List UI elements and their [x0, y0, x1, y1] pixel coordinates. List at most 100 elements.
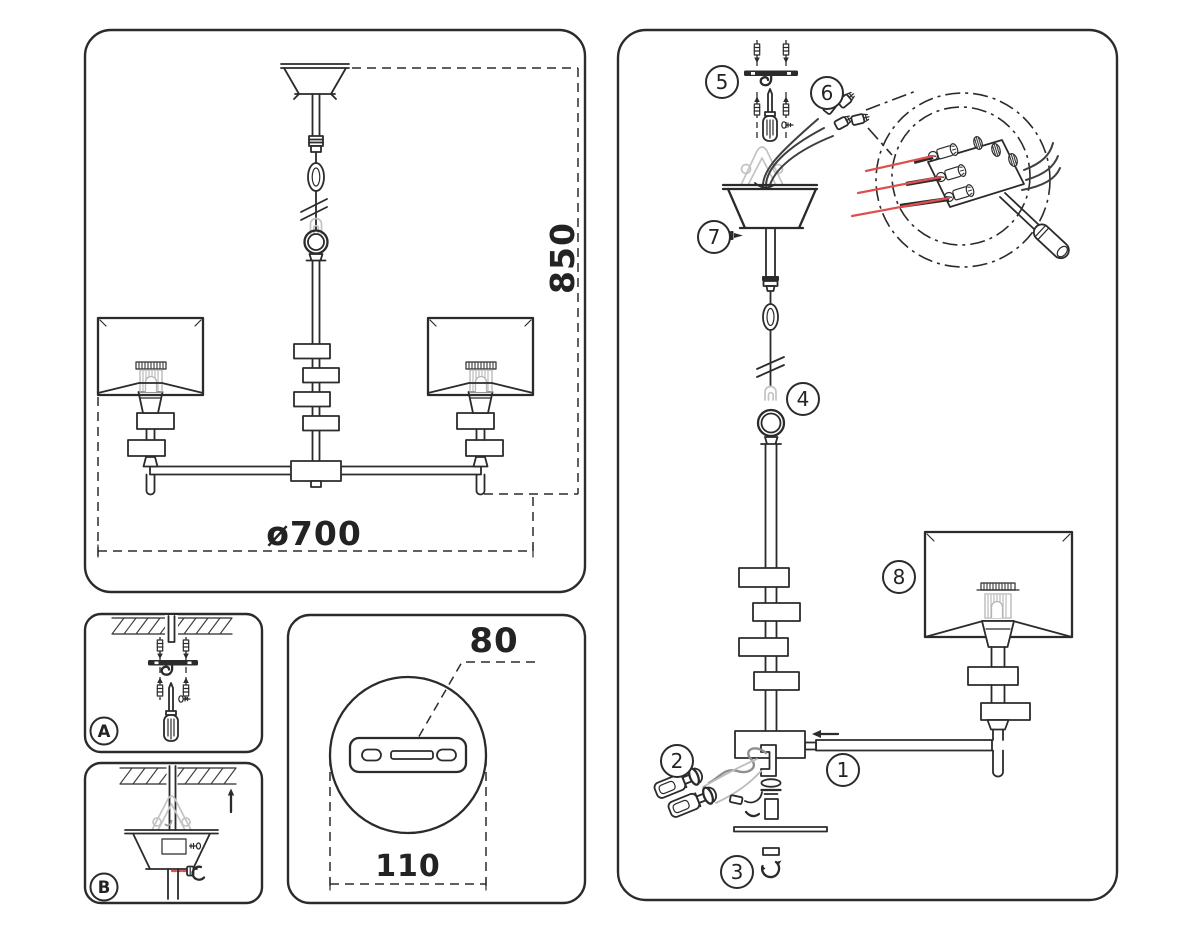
- spacer: [764, 798, 779, 820]
- callout-8: 8: [882, 560, 916, 594]
- socket-ghost: [976, 582, 1020, 619]
- wall-anchor-icon: [782, 96, 790, 116]
- small-parts-stack: 3: [720, 744, 828, 889]
- leader-line: [409, 661, 535, 753]
- cover-bar: [733, 826, 828, 833]
- g9-bulb-icon: [653, 767, 703, 799]
- rod-below-canopy: [167, 868, 179, 900]
- hanging-bolt: [167, 615, 176, 643]
- left-lamp: [96, 316, 205, 496]
- svg-text:2: 2: [671, 749, 684, 773]
- dimension-lines: 80 110: [329, 621, 518, 891]
- detail-leader: [865, 90, 917, 156]
- bulbs: 2: [653, 744, 768, 818]
- ghost-bracket: [151, 795, 192, 831]
- panel-step-a: A: [83, 612, 264, 754]
- suspension: 4: [756, 227, 820, 445]
- g9-bulb-icon: [667, 786, 717, 818]
- break-symbol-icon: [756, 356, 785, 378]
- terminal-cap: [973, 136, 983, 150]
- locking-screw-red: [170, 865, 206, 881]
- callout-6: 6: [810, 76, 844, 110]
- wall-anchor-icon: [753, 43, 761, 63]
- center-column: [738, 443, 801, 732]
- step-a-badge: A: [89, 716, 119, 746]
- screw-icon: [781, 121, 794, 129]
- svg-text:4: 4: [797, 387, 810, 411]
- shade-assembly: 8: [882, 530, 1074, 778]
- ceiling-canopy-icon: [280, 63, 350, 100]
- washer: [760, 778, 782, 788]
- hook-bracket-icon: [744, 70, 798, 87]
- terminal-row: [943, 184, 975, 203]
- wire-connector-icon: [833, 115, 853, 131]
- screwdriver-icon: [163, 682, 179, 742]
- canopy-plate-circle: [328, 675, 488, 835]
- ghost-bracket: [740, 146, 784, 186]
- svg-text:6: 6: [821, 81, 834, 105]
- center-column: [293, 259, 340, 462]
- svg-text:A: A: [98, 722, 111, 741]
- ghost-hook: [309, 217, 323, 235]
- hook-spacing-label: 80: [469, 621, 518, 661]
- diameter-dimension-label: ø700: [266, 514, 362, 553]
- svg-text:5: 5: [716, 70, 729, 94]
- step-b-badge: B: [89, 872, 119, 902]
- height-dimension-label: 850: [543, 222, 582, 294]
- hook-bracket-icon: [148, 660, 198, 676]
- ceiling-hatch-icon: [119, 767, 237, 785]
- terminal-cap: [1008, 153, 1018, 167]
- suspension-rod: [308, 93, 324, 164]
- callout-5: 5: [705, 65, 739, 99]
- right-lamp: [426, 316, 535, 496]
- svg-text:1: 1: [837, 758, 850, 782]
- callout-2: 2: [660, 744, 694, 778]
- hanging-ring-icon: [756, 408, 786, 445]
- svg-text:7: 7: [708, 225, 721, 249]
- snap-ring-icon: [760, 860, 782, 879]
- mounting-kit: 5: [705, 40, 798, 142]
- panel-canopy-detail: 80 110: [286, 613, 587, 905]
- mounting-plate-icon: [348, 736, 468, 774]
- lampshade-icon: [96, 316, 205, 397]
- panel-border: [83, 28, 587, 594]
- wall-anchor-icon: [156, 639, 164, 659]
- screwdriver-icon: [762, 88, 778, 142]
- panel-front-view: 850 ø700: [83, 28, 587, 594]
- break-symbol-icon: [300, 198, 328, 221]
- exit-wires: [1021, 142, 1061, 191]
- panel-step-b: B: [83, 761, 264, 905]
- rod-underlay: [165, 615, 178, 643]
- callout-7: 7: [697, 220, 731, 254]
- live-wires: [850, 154, 951, 218]
- arrow-up-icon: [227, 788, 235, 814]
- wall-anchor-icon: [182, 677, 190, 697]
- rod-underlay: [166, 767, 178, 786]
- panel-assembly: 5: [616, 28, 1119, 902]
- ceiling-canopy-icon: [124, 829, 219, 870]
- callout-1: 1: [826, 753, 860, 787]
- terminal-row: [927, 143, 959, 162]
- wire-connector-icon: [728, 794, 744, 805]
- ceiling-canopy-icon: [721, 183, 819, 230]
- wall-anchor-icon: [156, 677, 164, 697]
- hanging-ring-icon: [303, 229, 329, 262]
- wiring: 6: [740, 76, 917, 189]
- svg-text:B: B: [98, 878, 111, 897]
- plate-width-label: 110: [375, 849, 441, 884]
- clip-plate: [762, 847, 780, 856]
- wall-anchor-icon: [182, 639, 190, 659]
- dimension-lines: 850 ø700: [97, 67, 582, 558]
- screw-icon: [178, 695, 191, 703]
- lamp-arm-icon: [149, 460, 482, 488]
- socket-ghost: [135, 361, 167, 393]
- svg-text:8: 8: [893, 565, 906, 589]
- lampshade-icon: [426, 316, 535, 397]
- wall-anchor-icon: [782, 43, 790, 63]
- callout-4: 4: [786, 382, 820, 416]
- terminal-cap: [991, 143, 1001, 157]
- socket-ghost: [465, 361, 497, 393]
- terminal-detail: [850, 92, 1070, 268]
- callout-3: 3: [720, 855, 754, 889]
- screwdriver-detail-icon: [999, 192, 1070, 260]
